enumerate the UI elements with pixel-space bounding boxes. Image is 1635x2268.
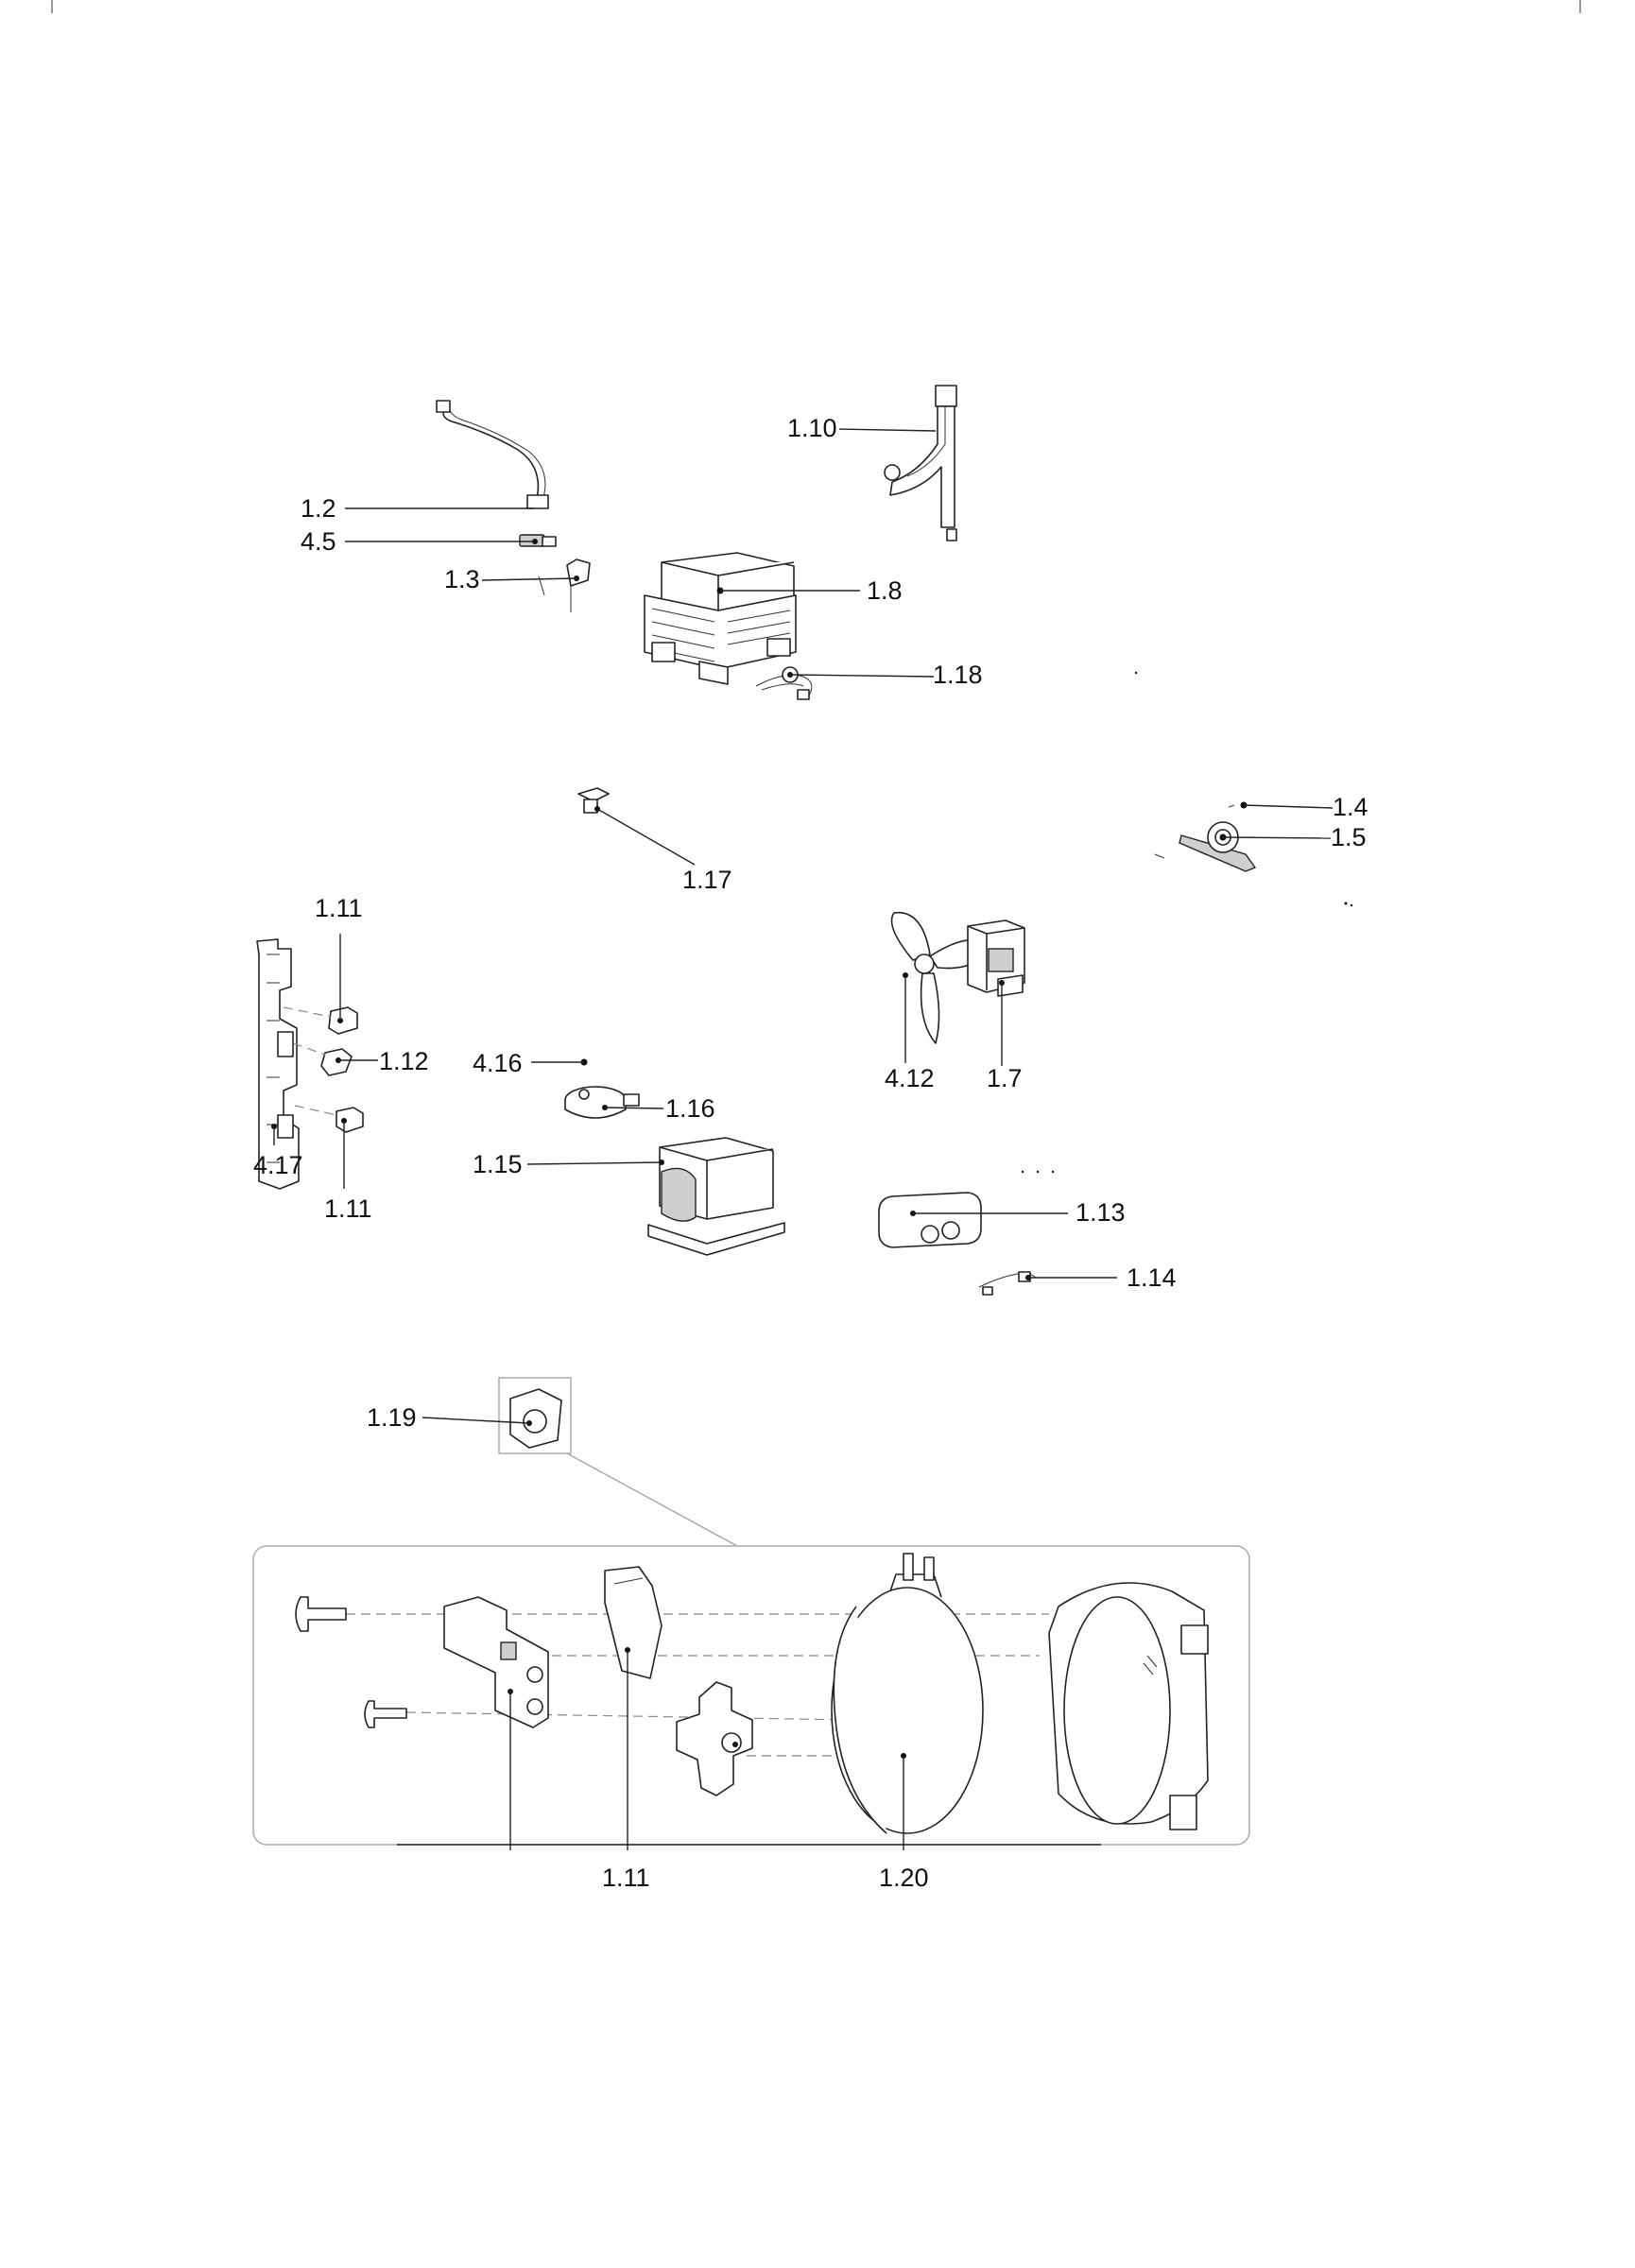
- stray-mark: [1134, 671, 1138, 675]
- label-1-17: 1.17: [682, 866, 732, 894]
- stray-mark: [1350, 903, 1353, 907]
- label-1-20: 1.20: [879, 1864, 929, 1892]
- part-1-17-clip: [577, 787, 610, 814]
- part-1-14-diode: [978, 1271, 1037, 1296]
- leader-lines: [273, 428, 1334, 1850]
- label-1-4: 1.4: [1333, 793, 1368, 821]
- label-1-13: 1.13: [1076, 1198, 1126, 1227]
- label-4-16: 4.16: [473, 1049, 523, 1077]
- part-1-8-magnetron: [644, 552, 797, 685]
- stray-mark: [1021, 1170, 1024, 1174]
- part-1-18-sensor-wire: [755, 666, 813, 700]
- label-1-2: 1.2: [301, 494, 336, 523]
- part-1-11-switch-middle: [294, 1105, 364, 1133]
- part-1-3-bracket: [538, 558, 591, 612]
- label-1-18: 1.18: [933, 661, 983, 689]
- stray-mark: [1036, 1170, 1040, 1174]
- part-1-12-switch: [292, 1042, 353, 1076]
- label-1-5: 1.5: [1331, 823, 1367, 851]
- label-4-12: 4.12: [885, 1064, 935, 1092]
- part-1-11-switch-top: [283, 1006, 358, 1035]
- label-1-14: 1.14: [1127, 1263, 1177, 1292]
- label-1-12: 1.12: [379, 1047, 429, 1075]
- label-1-19: 1.19: [367, 1403, 417, 1432]
- part-1-5-motor: [1154, 821, 1257, 872]
- part-1-15-transformer: [647, 1137, 785, 1256]
- label-4-17: 4.17: [253, 1151, 303, 1179]
- label-1-16: 1.16: [665, 1094, 715, 1123]
- detail-box-1-20: [252, 1545, 1250, 1846]
- label-1-11-top: 1.11: [315, 894, 363, 922]
- part-labels: 1.2 4.5 1.3 1.10 1.8 1.18 1.4 1.5 1.17 1…: [253, 414, 1368, 1892]
- stray-mark: [1344, 902, 1348, 905]
- label-1-11-bottom: 1.11: [602, 1864, 650, 1892]
- part-1-19-turntable-motor: [498, 1377, 738, 1547]
- part-1-13-capacitor: [878, 1192, 982, 1248]
- part-1-2-wire-harness: [436, 400, 549, 509]
- part-1-10-bracket: [884, 385, 957, 541]
- label-1-7: 1.7: [987, 1064, 1023, 1092]
- part-4-17-switch-holder: [256, 938, 300, 1190]
- part-1-16-timer-motor: [564, 1086, 640, 1119]
- stray-mark: [1051, 1170, 1055, 1174]
- part-4-5-connector: [519, 534, 557, 547]
- part-1-7-fan-motor: [967, 919, 1025, 997]
- label-1-10: 1.10: [787, 414, 837, 442]
- label-1-15: 1.15: [473, 1150, 523, 1178]
- label-1-11-middle: 1.11: [324, 1194, 372, 1223]
- label-4-5: 4.5: [301, 527, 336, 556]
- label-1-8: 1.8: [867, 576, 903, 605]
- label-1-3: 1.3: [444, 565, 480, 593]
